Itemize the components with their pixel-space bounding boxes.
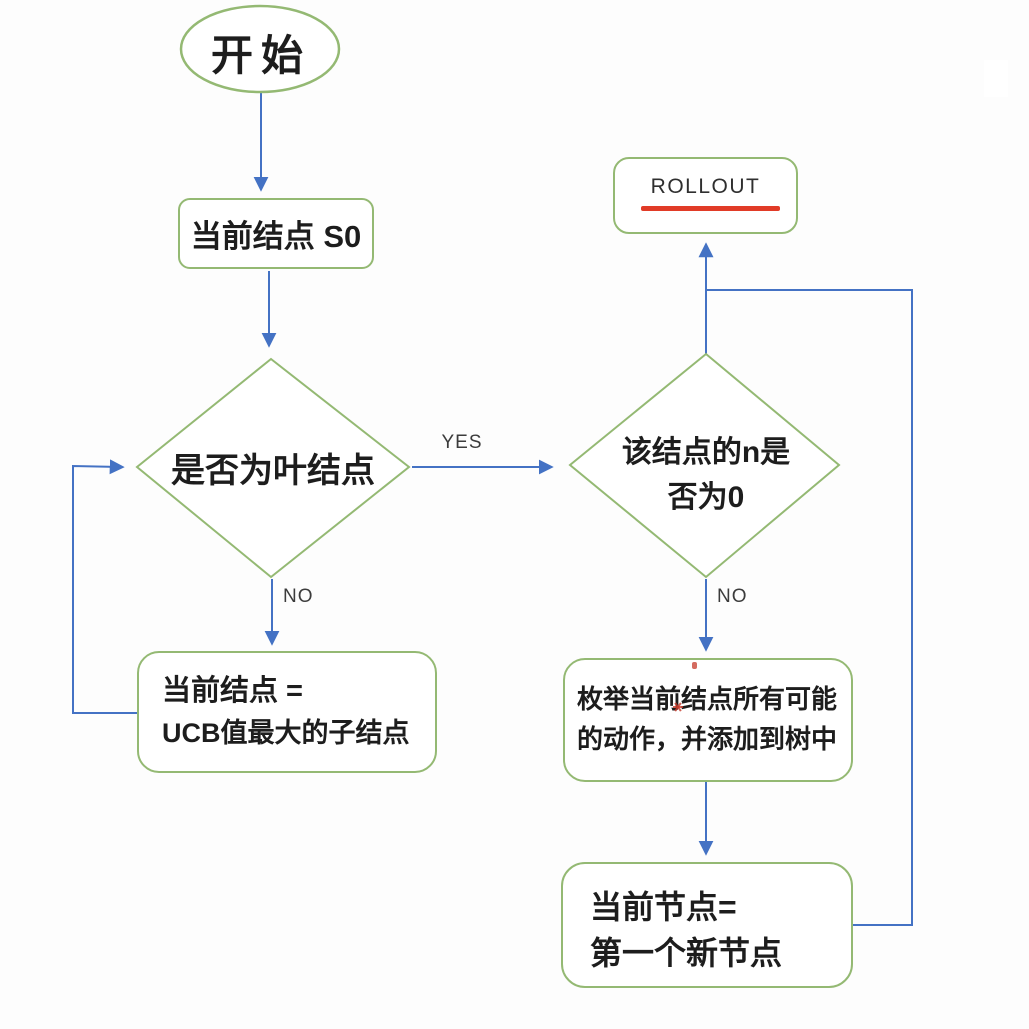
node-ucb-child-line2: UCB值最大的子结点 [162,718,410,748]
node-current-s0-label: 当前结点 S0 [190,219,362,254]
node-n-is-zero-label: 该结点的n是 否为0 [574,430,838,520]
red-annotation-speck [692,662,697,669]
screen-artifact-patch [984,60,1008,97]
node-n-is-zero-line2: 否为0 [667,481,745,514]
node-current-s0: 当前结点 S0 [178,198,374,269]
node-ucb-child: 当前结点 = UCB值最大的子结点 [137,651,437,773]
edge-label-no-left: NO [283,586,314,607]
node-rollout-label: ROLLOUT [650,175,761,198]
node-first-new-node-line1: 当前节点= [590,889,737,925]
node-is-leaf-label: 是否为叶结点 [171,452,375,490]
node-rollout: ROLLOUT [613,157,798,234]
edge-loop-ucb-to-leaf-diamond [72,459,137,714]
edge-loop-newnode-to-rollout [707,289,913,926]
node-expand-actions: 枚举当前结点所有可能 的动作，并添加到树中 [563,658,853,782]
rollout-red-underline [641,206,780,211]
edge-label-no-right: NO [717,586,748,607]
node-n-is-zero-line1: 该结点的n是 [621,436,791,469]
node-n-is-zero-shape [568,352,841,579]
red-annotation-scribble [672,701,684,713]
node-start-label: 开始 [210,32,311,79]
node-start-shape [179,4,341,94]
edge-label-yes: YES [441,432,483,453]
node-is-leaf-shape [135,357,411,579]
node-first-new-node-line2: 第一个新节点 [590,935,783,971]
node-expand-actions-line1: 枚举当前结点所有可能 [577,684,838,714]
node-expand-actions-line2: 的动作，并添加到树中 [577,724,838,754]
node-first-new-node: 当前节点= 第一个新节点 [561,862,853,988]
node-ucb-child-line1: 当前结点 = [162,675,303,707]
